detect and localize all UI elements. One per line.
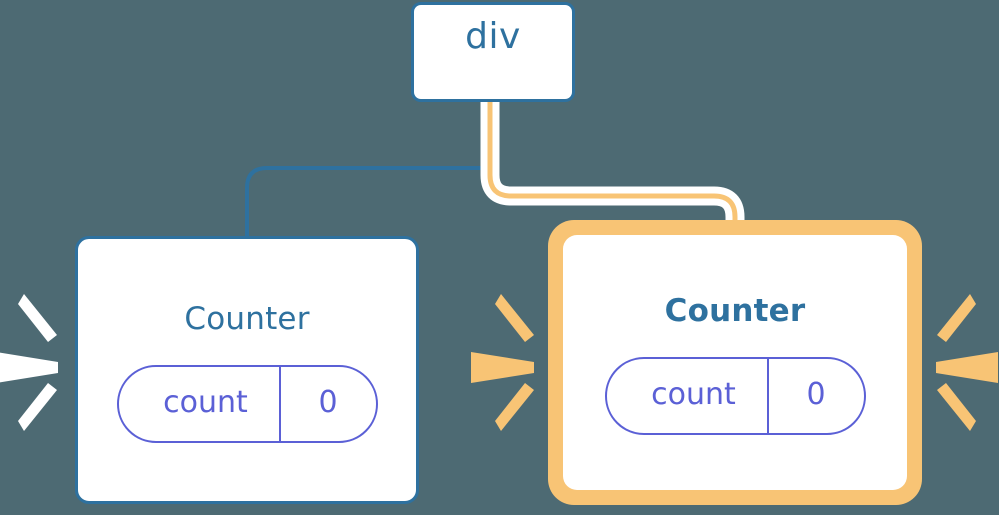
state-value-label: 0 xyxy=(278,366,376,441)
state-pill-right: count 0 xyxy=(604,357,866,435)
node-div-label: div xyxy=(465,16,521,57)
edge-div-to-left-counter xyxy=(245,102,495,238)
sparkle-left-counter-white xyxy=(0,280,66,445)
node-counter-right-label: Counter xyxy=(664,293,806,329)
ray-icon xyxy=(936,352,998,383)
node-counter-right[interactable]: Counter count 0 xyxy=(548,220,922,505)
ray-icon xyxy=(18,294,57,342)
ray-icon xyxy=(937,383,976,431)
state-value-label: 0 xyxy=(766,359,864,433)
sparkle-right-counter-right-orange xyxy=(928,280,998,445)
ray-icon xyxy=(0,352,58,383)
node-counter-left[interactable]: Counter count 0 xyxy=(75,236,419,504)
state-key-label: count xyxy=(651,377,736,412)
ray-icon xyxy=(471,352,534,383)
node-counter-right-body: Counter count 0 xyxy=(563,235,907,490)
state-key-label: count xyxy=(163,384,248,420)
edge-div-to-right-counter xyxy=(487,100,738,240)
sparkle-right-counter-left-orange xyxy=(466,280,536,445)
state-pill-left: count 0 xyxy=(116,364,378,443)
node-div[interactable]: div xyxy=(411,2,575,102)
ray-icon xyxy=(18,383,57,431)
ray-icon xyxy=(495,294,534,342)
node-counter-left-label: Counter xyxy=(184,300,310,337)
edge-highlight-halo xyxy=(480,100,745,240)
ray-icon xyxy=(937,294,976,342)
ray-icon xyxy=(495,383,534,431)
